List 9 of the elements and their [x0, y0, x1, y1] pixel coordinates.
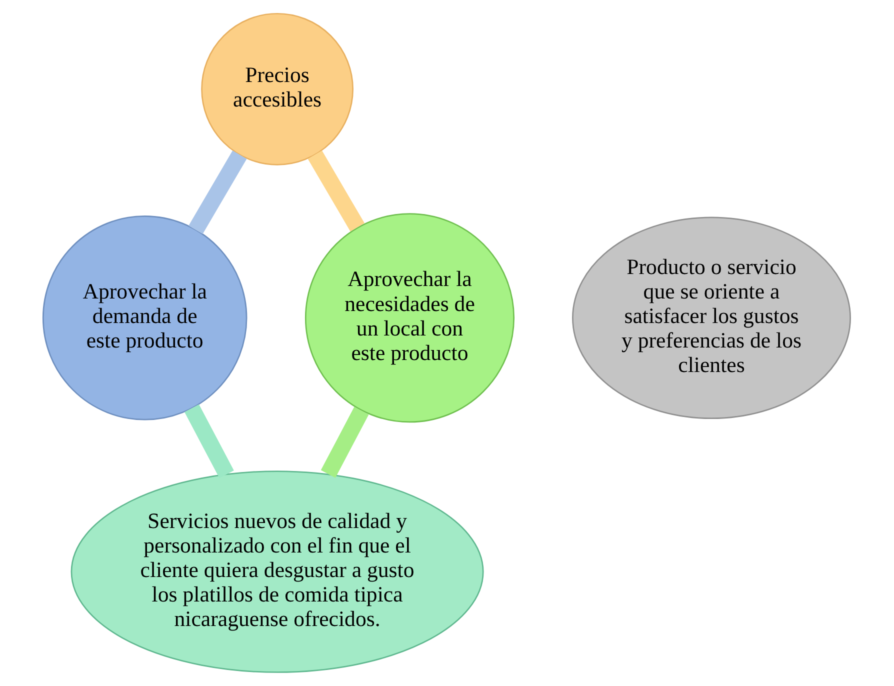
connector: [308, 150, 365, 232]
node-circle: Aprovechar la demanda de este producto: [42, 216, 248, 420]
connector: [320, 406, 369, 478]
node-ellipse: Producto o servicio que se oriente a satisfacer los gustos y preferencias de los clientes: [572, 216, 851, 420]
node-circle: Aprovechar la necesidades de un local con este producto: [304, 213, 515, 423]
node-circle: Precios accesibles: [201, 12, 354, 166]
connector: [188, 150, 247, 234]
node-ellipse: Servicios nuevos de calidad y personalizado con el fin que el cliente quiera desgustar a gusto los platillos de comida tipica nicaraguense ofrecidos.: [70, 470, 484, 673]
connector: [184, 404, 234, 478]
